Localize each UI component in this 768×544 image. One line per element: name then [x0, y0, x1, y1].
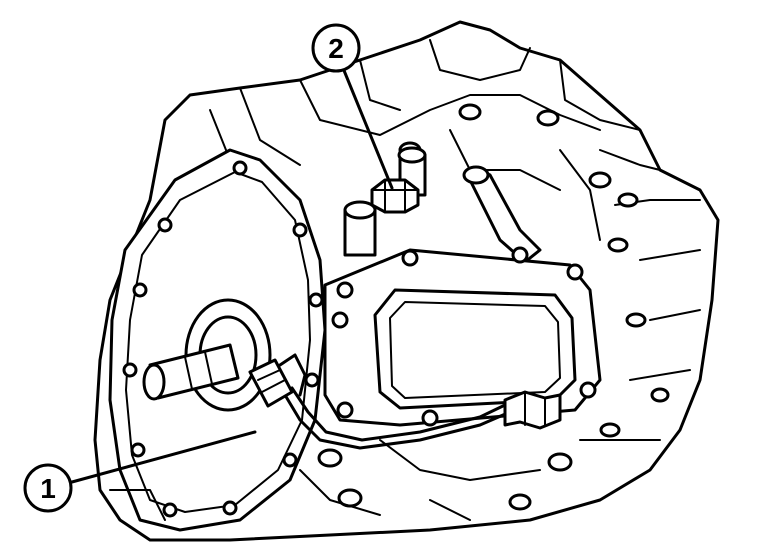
- lower-housing-details: [109, 439, 541, 521]
- callout-1-label: 1: [40, 473, 56, 504]
- filler-plug: [370, 178, 420, 214]
- callout-1-circle: [23, 463, 73, 513]
- input-shaft: [142, 343, 240, 401]
- callout-2-circle: [311, 23, 361, 73]
- wire-harness: [278, 353, 512, 450]
- leader-lines: [70, 66, 394, 484]
- left-connector: [248, 358, 294, 408]
- callout-1: 1: [23, 463, 73, 513]
- upper-pipes: [343, 146, 542, 264]
- right-connector: [503, 390, 562, 430]
- callout-2-label: 2: [328, 33, 344, 64]
- side-cover: [323, 246, 602, 427]
- callout-2: 2: [311, 23, 361, 73]
